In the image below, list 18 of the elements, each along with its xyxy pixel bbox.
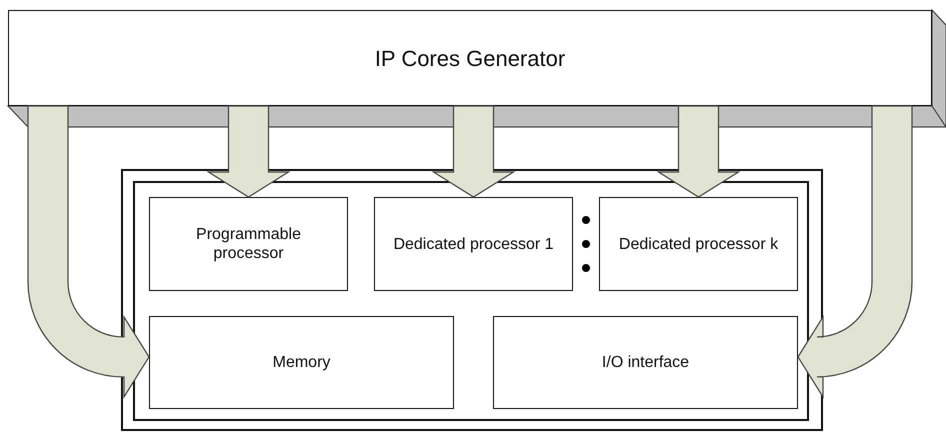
box-label: I/O interface xyxy=(602,353,690,372)
block-arrow xyxy=(431,105,516,198)
generator-box xyxy=(8,10,932,106)
block-arrow xyxy=(27,105,150,398)
box-label: Memory xyxy=(272,353,330,372)
processor-box xyxy=(599,197,798,291)
memory-box xyxy=(149,316,454,409)
box-label: Dedicated processor k xyxy=(618,234,778,254)
title-text: IP Cores Generator xyxy=(374,48,566,68)
box-label: Programmable processor xyxy=(195,225,302,263)
block-arrow xyxy=(206,105,291,198)
interface-box xyxy=(493,316,798,409)
processor-box xyxy=(374,197,573,291)
processor-box xyxy=(149,197,348,291)
block-arrow xyxy=(656,105,741,198)
block-arrow xyxy=(797,105,913,398)
box-label: Dedicated processor 1 xyxy=(393,234,554,254)
system-frame xyxy=(121,169,823,431)
